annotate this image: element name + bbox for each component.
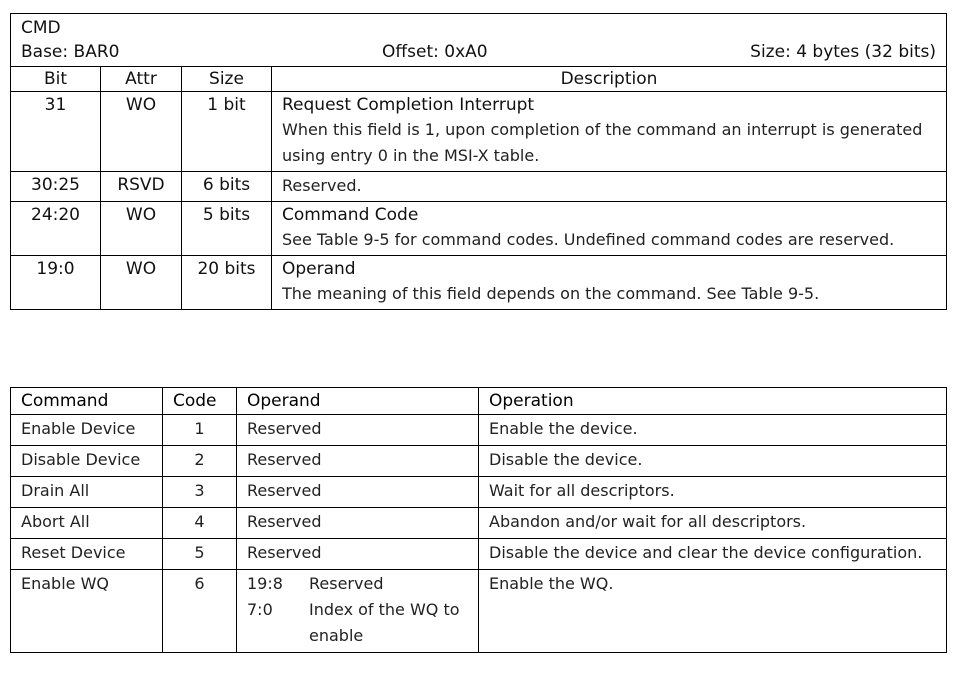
field-text: When this field is 1, upon completion of… [282, 117, 936, 169]
command-name: Enable Device [11, 415, 163, 446]
field-text: Reserved. [282, 173, 936, 199]
operand-meaning: Index of the WQ to enable [309, 597, 468, 649]
register-row: 30:25 RSVD 6 bits Reserved. [11, 172, 947, 202]
register-row: 31 WO 1 bit Request Completion Interrupt… [11, 92, 947, 172]
field-title: Request Completion Interrupt [282, 93, 936, 117]
command-operation: Wait for all descriptors. [479, 477, 947, 508]
field-description: Command Code See Table 9-5 for command c… [272, 202, 947, 256]
field-bit: 31 [11, 92, 101, 172]
command-operand: Reserved [237, 508, 479, 539]
field-size: 5 bits [182, 202, 272, 256]
command-row: Enable Device 1 Reserved Enable the devi… [11, 415, 947, 446]
field-attr: WO [101, 256, 182, 310]
field-title: Operand [282, 257, 936, 281]
operand-meaning: Reserved [309, 571, 468, 597]
command-code: 3 [163, 477, 237, 508]
column-header-bit: Bit [11, 67, 101, 92]
command-name: Enable WQ [11, 570, 163, 653]
command-code: 2 [163, 446, 237, 477]
command-row: Disable Device 2 Reserved Disable the de… [11, 446, 947, 477]
command-name: Reset Device [11, 539, 163, 570]
command-operation: Enable the device. [479, 415, 947, 446]
operand-bits: 7:0 [247, 597, 309, 649]
register-header: CMD Base: BAR0 Offset: 0xA0 Size: 4 byte… [11, 14, 947, 67]
column-header-code: Code [163, 388, 237, 415]
column-header-operation: Operation [479, 388, 947, 415]
command-name: Disable Device [11, 446, 163, 477]
field-text: The meaning of this field depends on the… [282, 281, 936, 307]
field-title: Command Code [282, 203, 936, 227]
register-name: CMD [21, 16, 61, 40]
field-size: 1 bit [182, 92, 272, 172]
command-operation: Abandon and/or wait for all descriptors. [479, 508, 947, 539]
column-header-size: Size [182, 67, 272, 92]
column-header-operand: Operand [237, 388, 479, 415]
register-size: Size: 4 bytes (32 bits) [750, 40, 936, 64]
register-row: 24:20 WO 5 bits Command Code See Table 9… [11, 202, 947, 256]
register-offset: Offset: 0xA0 [382, 40, 488, 64]
command-operand: Reserved [237, 477, 479, 508]
command-operation: Enable the WQ. [479, 570, 947, 653]
field-attr: RSVD [101, 172, 182, 202]
register-base: Base: BAR0 [21, 40, 119, 64]
column-header-attr: Attr [101, 67, 182, 92]
register-column-headers: Bit Attr Size Description [11, 67, 947, 92]
command-code: 5 [163, 539, 237, 570]
column-header-description: Description [272, 67, 947, 92]
field-bit: 24:20 [11, 202, 101, 256]
command-column-headers: Command Code Operand Operation [11, 388, 947, 415]
register-row: 19:0 WO 20 bits Operand The meaning of t… [11, 256, 947, 310]
field-attr: WO [101, 92, 182, 172]
register-table: CMD Base: BAR0 Offset: 0xA0 Size: 4 byte… [10, 13, 947, 310]
command-code: 1 [163, 415, 237, 446]
command-code: 4 [163, 508, 237, 539]
field-description: Operand The meaning of this field depend… [272, 256, 947, 310]
command-row: Enable WQ 6 19:8 Reserved 7:0 Index of t… [11, 570, 947, 653]
field-bit: 30:25 [11, 172, 101, 202]
command-name: Drain All [11, 477, 163, 508]
field-size: 20 bits [182, 256, 272, 310]
command-name: Abort All [11, 508, 163, 539]
command-code: 6 [163, 570, 237, 653]
command-operation: Disable the device and clear the device … [479, 539, 947, 570]
field-text: See Table 9-5 for command codes. Undefin… [282, 227, 936, 253]
field-attr: WO [101, 202, 182, 256]
command-operand: Reserved [237, 415, 479, 446]
command-row: Abort All 4 Reserved Abandon and/or wait… [11, 508, 947, 539]
command-row: Drain All 3 Reserved Wait for all descri… [11, 477, 947, 508]
command-table: Command Code Operand Operation Enable De… [10, 387, 947, 653]
operand-bit-fields: 19:8 Reserved 7:0 Index of the WQ to ena… [247, 571, 468, 649]
command-operation: Disable the device. [479, 446, 947, 477]
operand-bits: 19:8 [247, 571, 309, 597]
command-operand: Reserved [237, 446, 479, 477]
command-operand: 19:8 Reserved 7:0 Index of the WQ to ena… [237, 570, 479, 653]
field-size: 6 bits [182, 172, 272, 202]
register-header-cell: CMD Base: BAR0 Offset: 0xA0 Size: 4 byte… [11, 14, 947, 67]
field-bit: 19:0 [11, 256, 101, 310]
command-operand: Reserved [237, 539, 479, 570]
command-row: Reset Device 5 Reserved Disable the devi… [11, 539, 947, 570]
field-description: Reserved. [272, 172, 947, 202]
column-header-command: Command [11, 388, 163, 415]
field-description: Request Completion Interrupt When this f… [272, 92, 947, 172]
